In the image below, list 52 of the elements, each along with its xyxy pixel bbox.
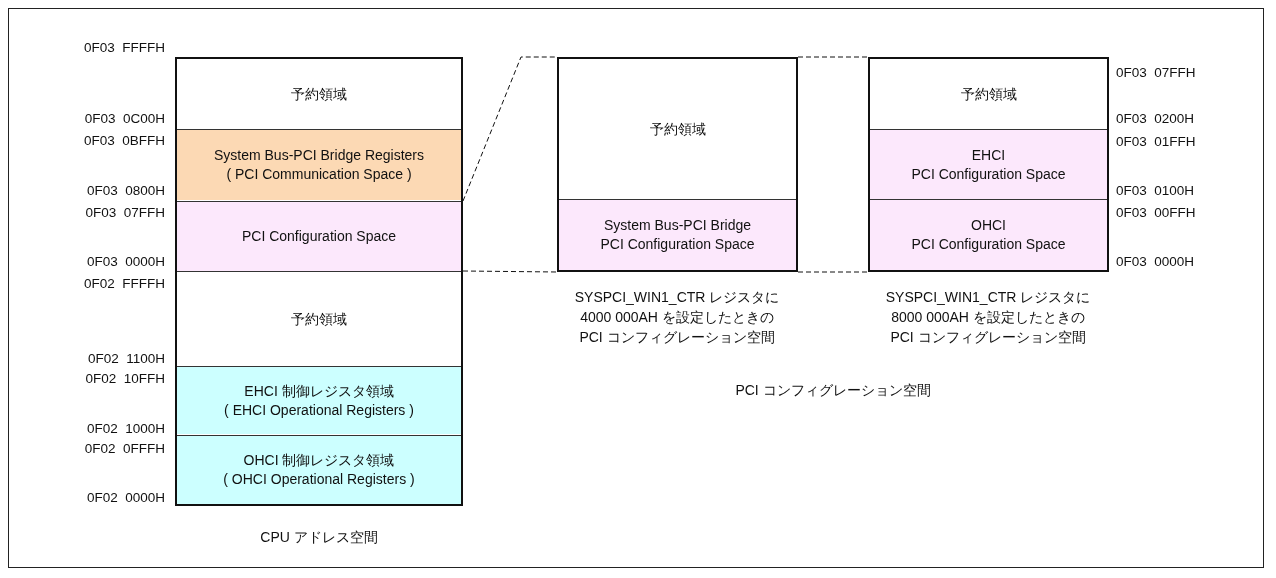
memory-region — [177, 435, 461, 504]
address-label: 0F02 1100H — [87, 351, 165, 367]
address-label: 0F02 0FFFH — [84, 441, 165, 457]
memory-region — [177, 129, 461, 200]
address-label: 0F03 0100H — [1116, 183, 1195, 199]
map-caption: CPU アドレス空間 — [259, 528, 379, 547]
zoom-line — [462, 270, 558, 273]
zoom-line — [797, 271, 869, 273]
region-label: System Bus-PCI Bridge — [603, 216, 752, 235]
map-caption: SYSPCI_WIN1_CTR レジスタに 4000 000AH を設定したときの PCI コンフィグレーション空間 — [573, 288, 781, 347]
region-label: OHCI — [971, 216, 1006, 235]
memory-region — [177, 201, 461, 271]
address-label: 0F03 0BFFH — [83, 133, 165, 149]
region-label: 予約領域 — [960, 84, 1017, 104]
address-label: 0F02 FFFFH — [84, 276, 165, 292]
address-label: 0F03 0000H — [86, 254, 165, 270]
address-label: 0F03 FFFFH — [84, 40, 165, 56]
region-label: ( OHCI Operational Registers ) — [223, 470, 415, 489]
address-label: 0F02 0000H — [86, 490, 165, 506]
region-label: OHCI 制御レジスタ領域 — [243, 451, 395, 470]
region-label: PCI Configuration Space — [600, 235, 755, 254]
region-label: ( PCI Communication Space ) — [226, 165, 412, 184]
map-caption: SYSPCI_WIN1_CTR レジスタに 8000 000AH を設定したときの PCI コンフィグレーション空間 — [884, 288, 1092, 347]
memory-region — [870, 129, 1107, 200]
region-label: 予約領域 — [649, 119, 706, 139]
memory-region — [177, 366, 461, 434]
address-label: 0F03 07FFH — [85, 205, 165, 221]
address-label: 0F03 00FFH — [1116, 205, 1196, 221]
address-label: 0F03 0000H — [1116, 254, 1195, 270]
region-label: 予約領域 — [291, 84, 347, 104]
address-label: 0F03 0800H — [86, 183, 165, 199]
memory-map — [557, 57, 798, 272]
address-label: 0F03 07FFH — [1116, 65, 1196, 81]
address-label: 0F03 01FFH — [1116, 134, 1196, 150]
region-label: ( EHCI Operational Registers ) — [224, 400, 414, 420]
region-label: PCI Configuration Space — [911, 235, 1066, 254]
memory-map — [868, 57, 1109, 272]
memory-map — [175, 57, 463, 506]
address-label: 0F02 1000H — [86, 421, 165, 437]
memory-region — [870, 199, 1107, 270]
region-label: PCI Configuration Space — [911, 165, 1066, 184]
region-label: EHCI — [971, 146, 1006, 165]
region-label: PCI Configuration Space — [241, 227, 397, 246]
region-label: EHCI 制御レジスタ領域 — [244, 381, 394, 401]
address-label: 0F03 0C00H — [84, 111, 165, 127]
zoom-line — [797, 56, 869, 58]
address-label: 0F03 0200H — [1116, 111, 1195, 127]
diagram-caption: PCI コンフィグレーション空間 — [735, 382, 931, 398]
region-label: 予約領域 — [291, 309, 347, 329]
region-label: System Bus-PCI Bridge Registers — [213, 146, 425, 165]
memory-region — [559, 199, 796, 270]
address-label: 0F02 10FFH — [85, 371, 165, 387]
